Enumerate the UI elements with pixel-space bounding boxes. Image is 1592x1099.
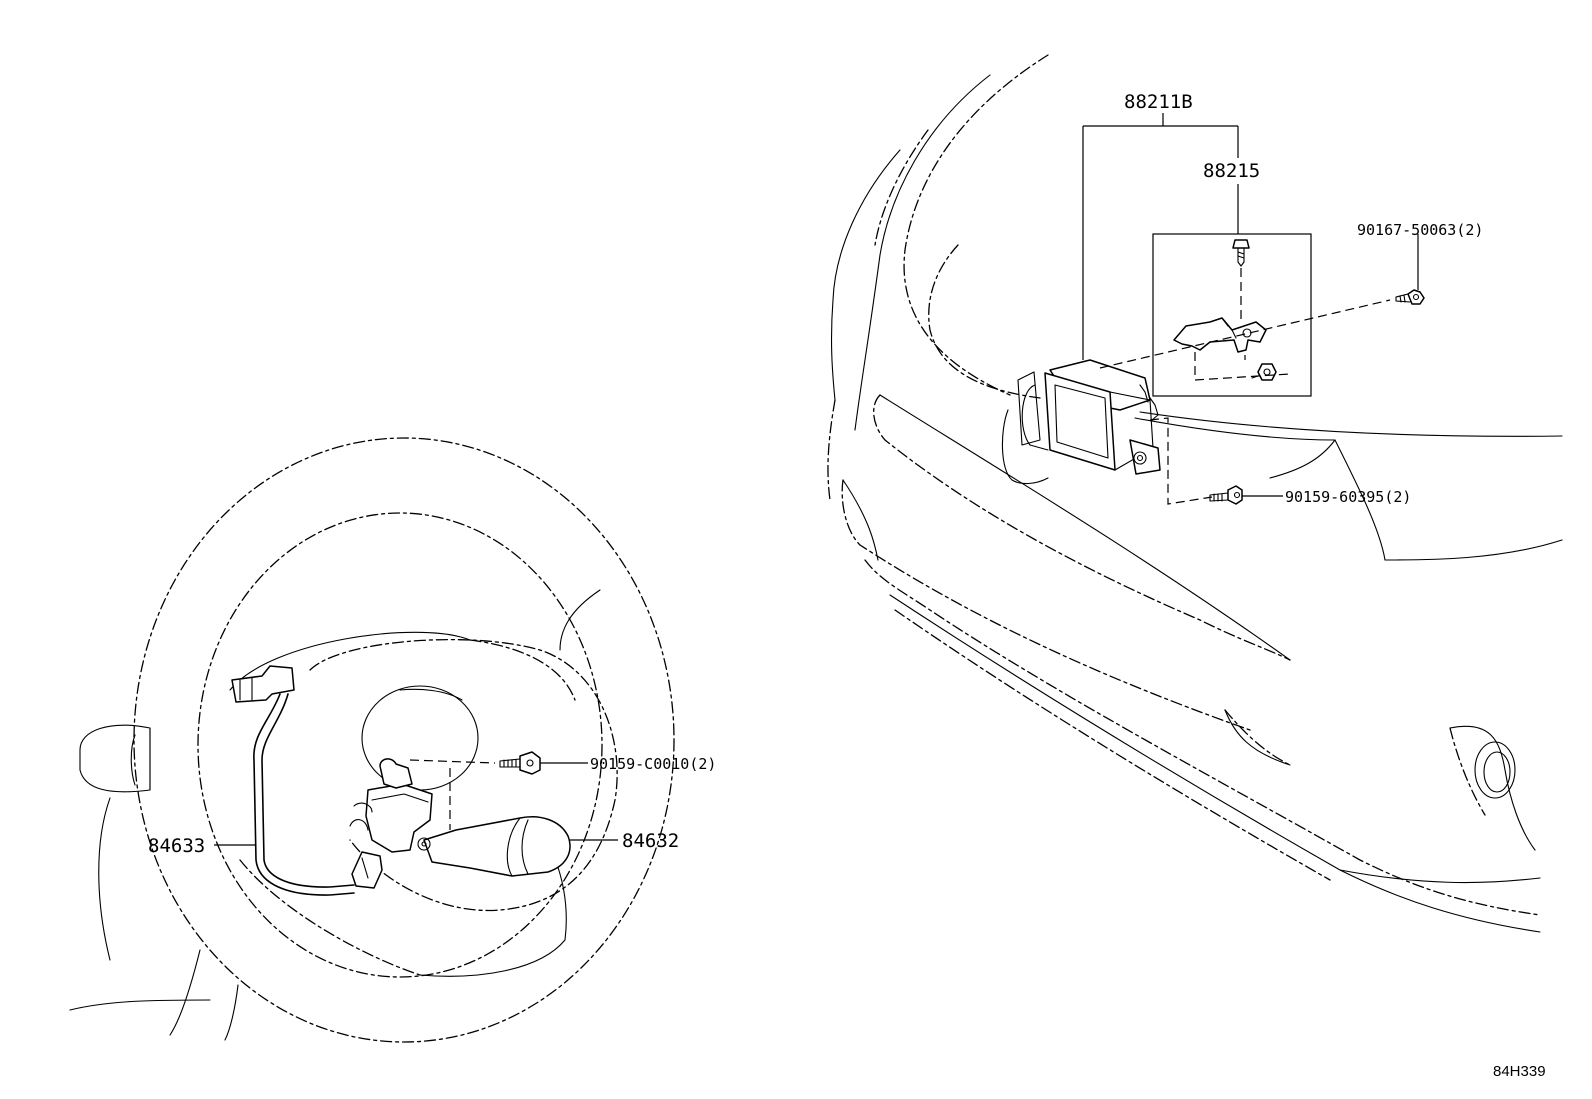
reference-code: 84H339 [1493,1063,1546,1080]
leaders-left [214,762,618,846]
label-84633: 84633 [148,835,205,857]
bolt-90167 [1395,289,1425,305]
alignment-lines-left [409,759,496,830]
leaders-right [1082,113,1419,497]
label-84632: 84632 [622,830,679,852]
alignment-lines-right [1099,299,1391,505]
cruise-control-switch [349,758,571,877]
bracket-box [1152,233,1312,397]
label-90159-60395: 90159-60395(2) [1285,488,1411,506]
label-88211b: 88211B [1124,91,1193,113]
screw-90159-c0010 [499,751,541,775]
label-88215: 88215 [1203,160,1260,182]
radar-sensor [1001,359,1161,485]
label-90159-c0010: 90159-C0010(2) [590,755,716,773]
front-bumper-illustration [827,54,1563,933]
wire-harness [231,665,383,896]
steering-wheel-illustration [69,437,675,1043]
bolt-90159-60395 [1209,485,1243,505]
label-90167-50063: 90167-50063(2) [1357,221,1483,239]
